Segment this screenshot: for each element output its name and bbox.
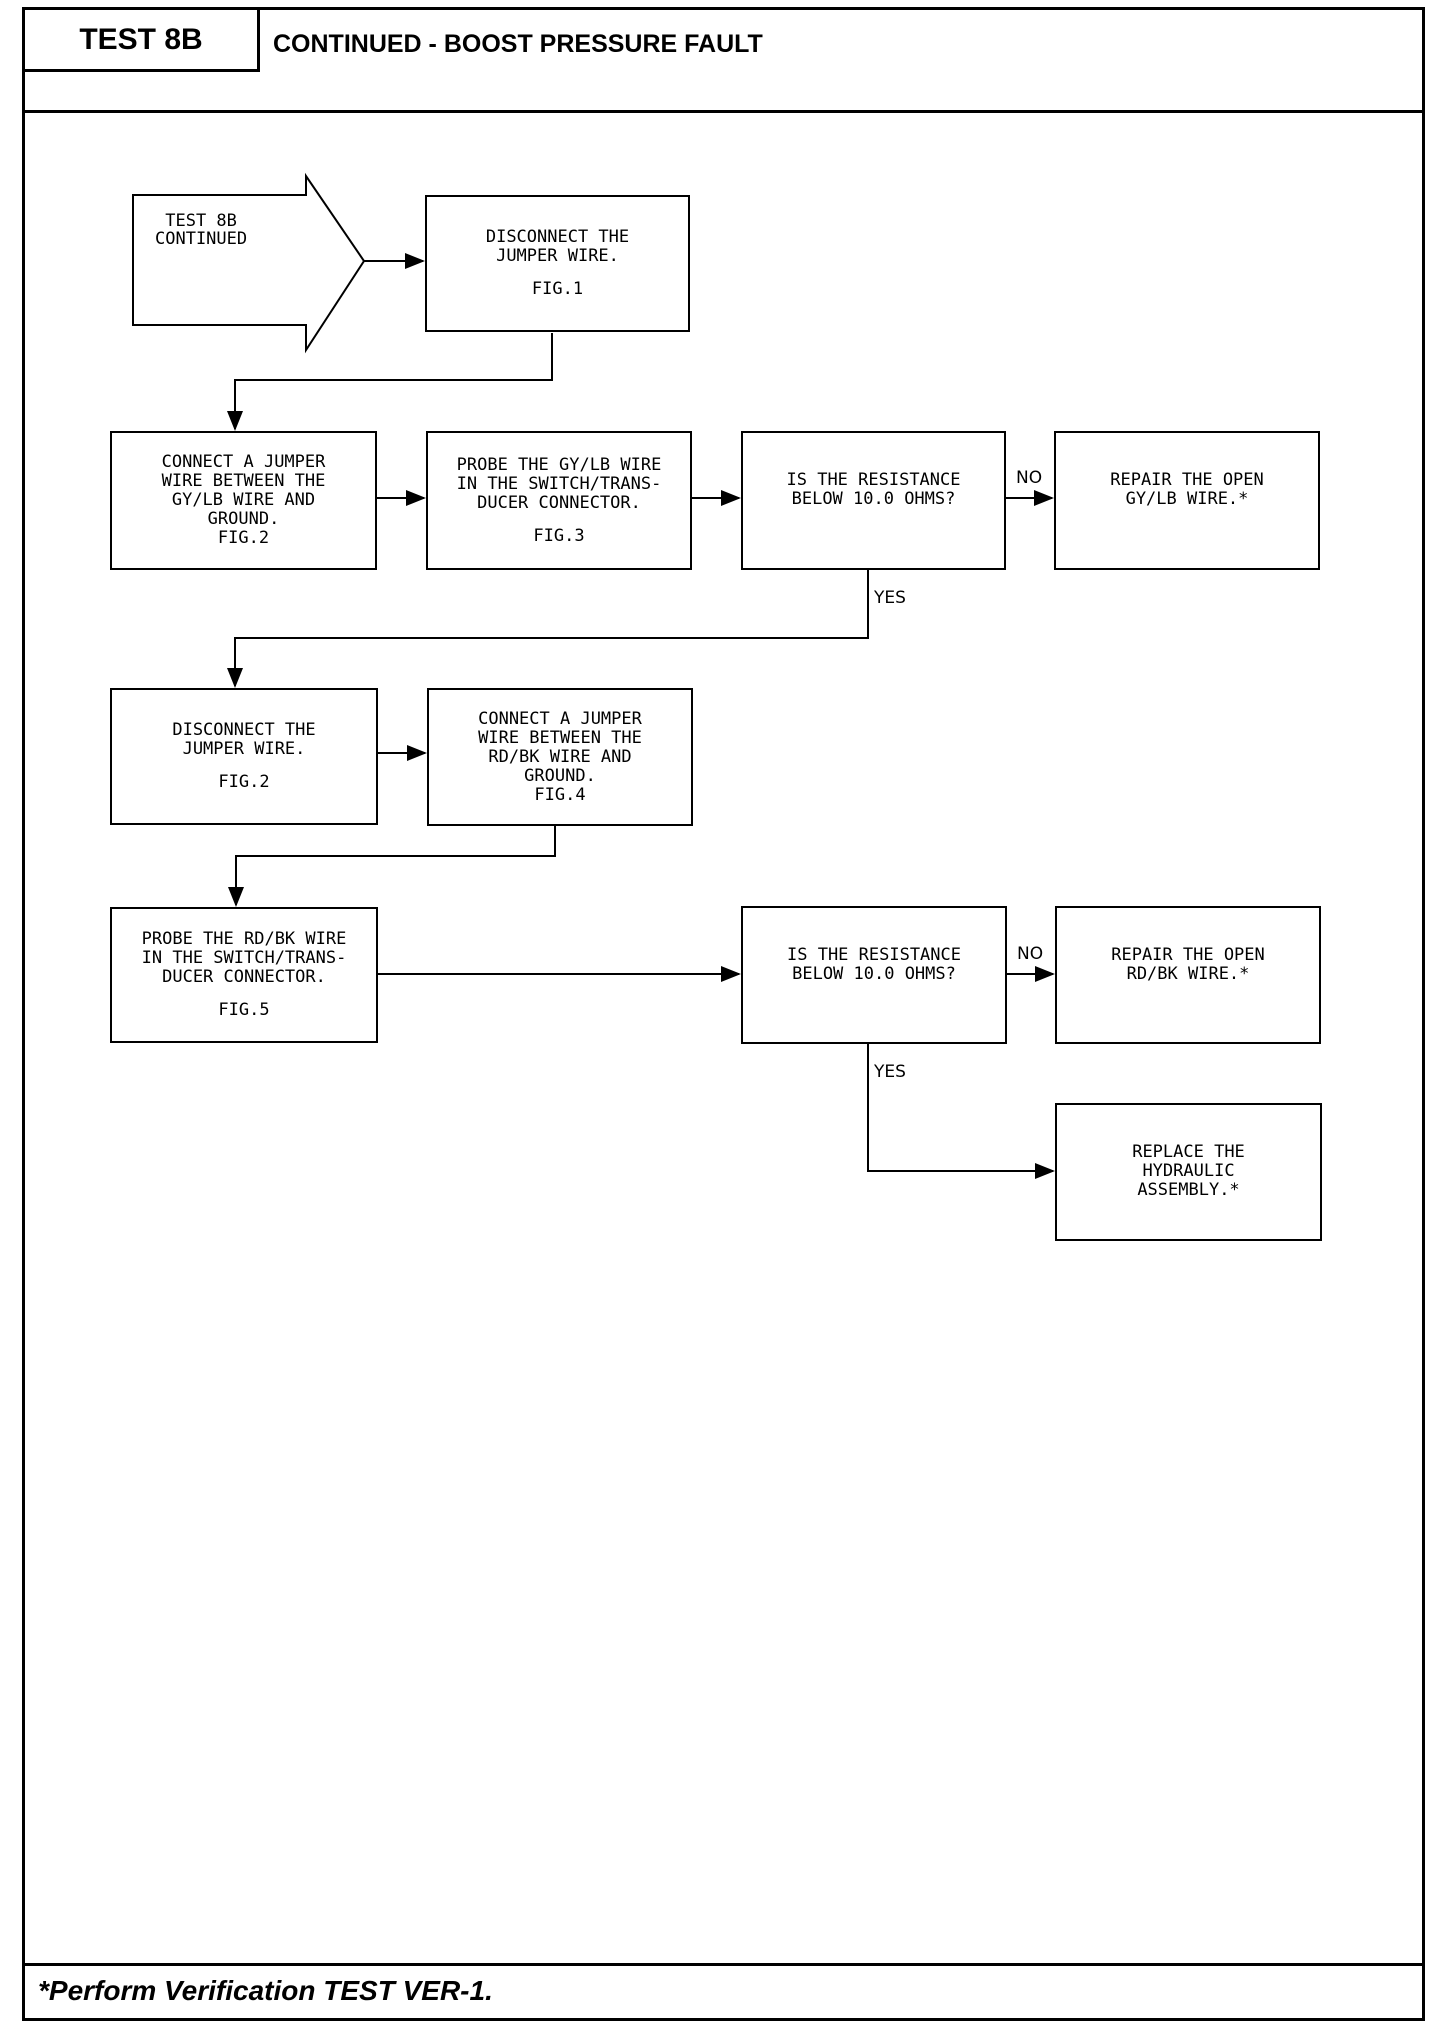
decision-resistance-1: IS THE RESISTANCE BELOW 10.0 OHMS? <box>741 431 1006 570</box>
connector-d1-s4 <box>227 570 869 688</box>
step-probe-rdbk: PROBE THE RD/BK WIRE IN THE SWITCH/TRANS… <box>110 907 378 1043</box>
step-disconnect-jumper-1: DISCONNECT THE JUMPER WIRE. FIG.1 <box>425 195 690 332</box>
header-divider <box>25 110 1422 113</box>
step-text: DISCONNECT THE JUMPER WIRE. <box>485 227 630 266</box>
fig-ref: FIG.4 <box>534 784 586 805</box>
connector-d2-r3 <box>867 1043 1055 1179</box>
start-arrow-shape <box>132 172 366 354</box>
fig-ref: FIG.2 <box>218 772 270 792</box>
step-text: PROBE THE GY/LB WIRE IN THE SWITCH/TRANS… <box>456 454 662 513</box>
fig-ref: FIG.2 <box>217 528 270 548</box>
result-text: REPLACE THE HYDRAULIC ASSEMBLY.* <box>1132 1142 1245 1200</box>
step-text: DISCONNECT THE JUMPER WIRE. <box>172 720 316 759</box>
decision-resistance-2: IS THE RESISTANCE BELOW 10.0 OHMS? <box>741 906 1007 1044</box>
page-title: CONTINUED - BOOST PRESSURE FAULT <box>273 30 763 58</box>
result-text: REPAIR THE OPEN RD/BK WIRE.* <box>1111 945 1265 984</box>
decision-text: IS THE RESISTANCE BELOW 10.0 OHMS? <box>787 945 961 984</box>
page-frame: TEST 8B CONTINUED - BOOST PRESSURE FAULT… <box>22 7 1425 2021</box>
decision-text: IS THE RESISTANCE BELOW 10.0 OHMS? <box>786 470 961 509</box>
yes-label: YES <box>874 1062 906 1082</box>
fig-ref: FIG.5 <box>218 1000 270 1020</box>
step-text: CONNECT A JUMPER WIRE BETWEEN THE RD/BK … <box>478 708 642 786</box>
connector-s1-s2 <box>227 333 553 431</box>
step-text: PROBE THE RD/BK WIRE IN THE SWITCH/TRANS… <box>141 929 347 987</box>
no-label: NO <box>1017 944 1044 964</box>
yes-label: YES <box>874 588 906 608</box>
connector-s5-s6 <box>228 826 556 907</box>
result-replace-hydraulic: REPLACE THE HYDRAULIC ASSEMBLY.* <box>1055 1103 1322 1241</box>
test-id: TEST 8B <box>25 10 260 72</box>
step-connect-jumper-gylb: CONNECT A JUMPER WIRE BETWEEN THE GY/LB … <box>110 431 377 570</box>
step-text: CONNECT A JUMPER WIRE BETWEEN THE GY/LB … <box>161 452 326 529</box>
fig-ref: FIG.3 <box>533 525 585 546</box>
result-repair-rdbk: REPAIR THE OPEN RD/BK WIRE.* <box>1055 906 1321 1044</box>
step-disconnect-jumper-2: DISCONNECT THE JUMPER WIRE. FIG.2 <box>110 688 378 825</box>
footer-divider <box>25 1963 1422 1966</box>
step-probe-gylb: PROBE THE GY/LB WIRE IN THE SWITCH/TRANS… <box>426 431 692 570</box>
fig-ref: FIG.1 <box>531 279 584 299</box>
start-label: TEST 8B CONTINUED <box>155 211 248 249</box>
result-repair-gylb: REPAIR THE OPEN GY/LB WIRE.* <box>1054 431 1320 570</box>
result-text: REPAIR THE OPEN GY/LB WIRE.* <box>1110 470 1264 509</box>
step-connect-jumper-rdbk: CONNECT A JUMPER WIRE BETWEEN THE RD/BK … <box>427 688 693 826</box>
footer-note: *Perform Verification TEST VER-1. <box>38 1975 493 2006</box>
no-label: NO <box>1016 468 1043 488</box>
